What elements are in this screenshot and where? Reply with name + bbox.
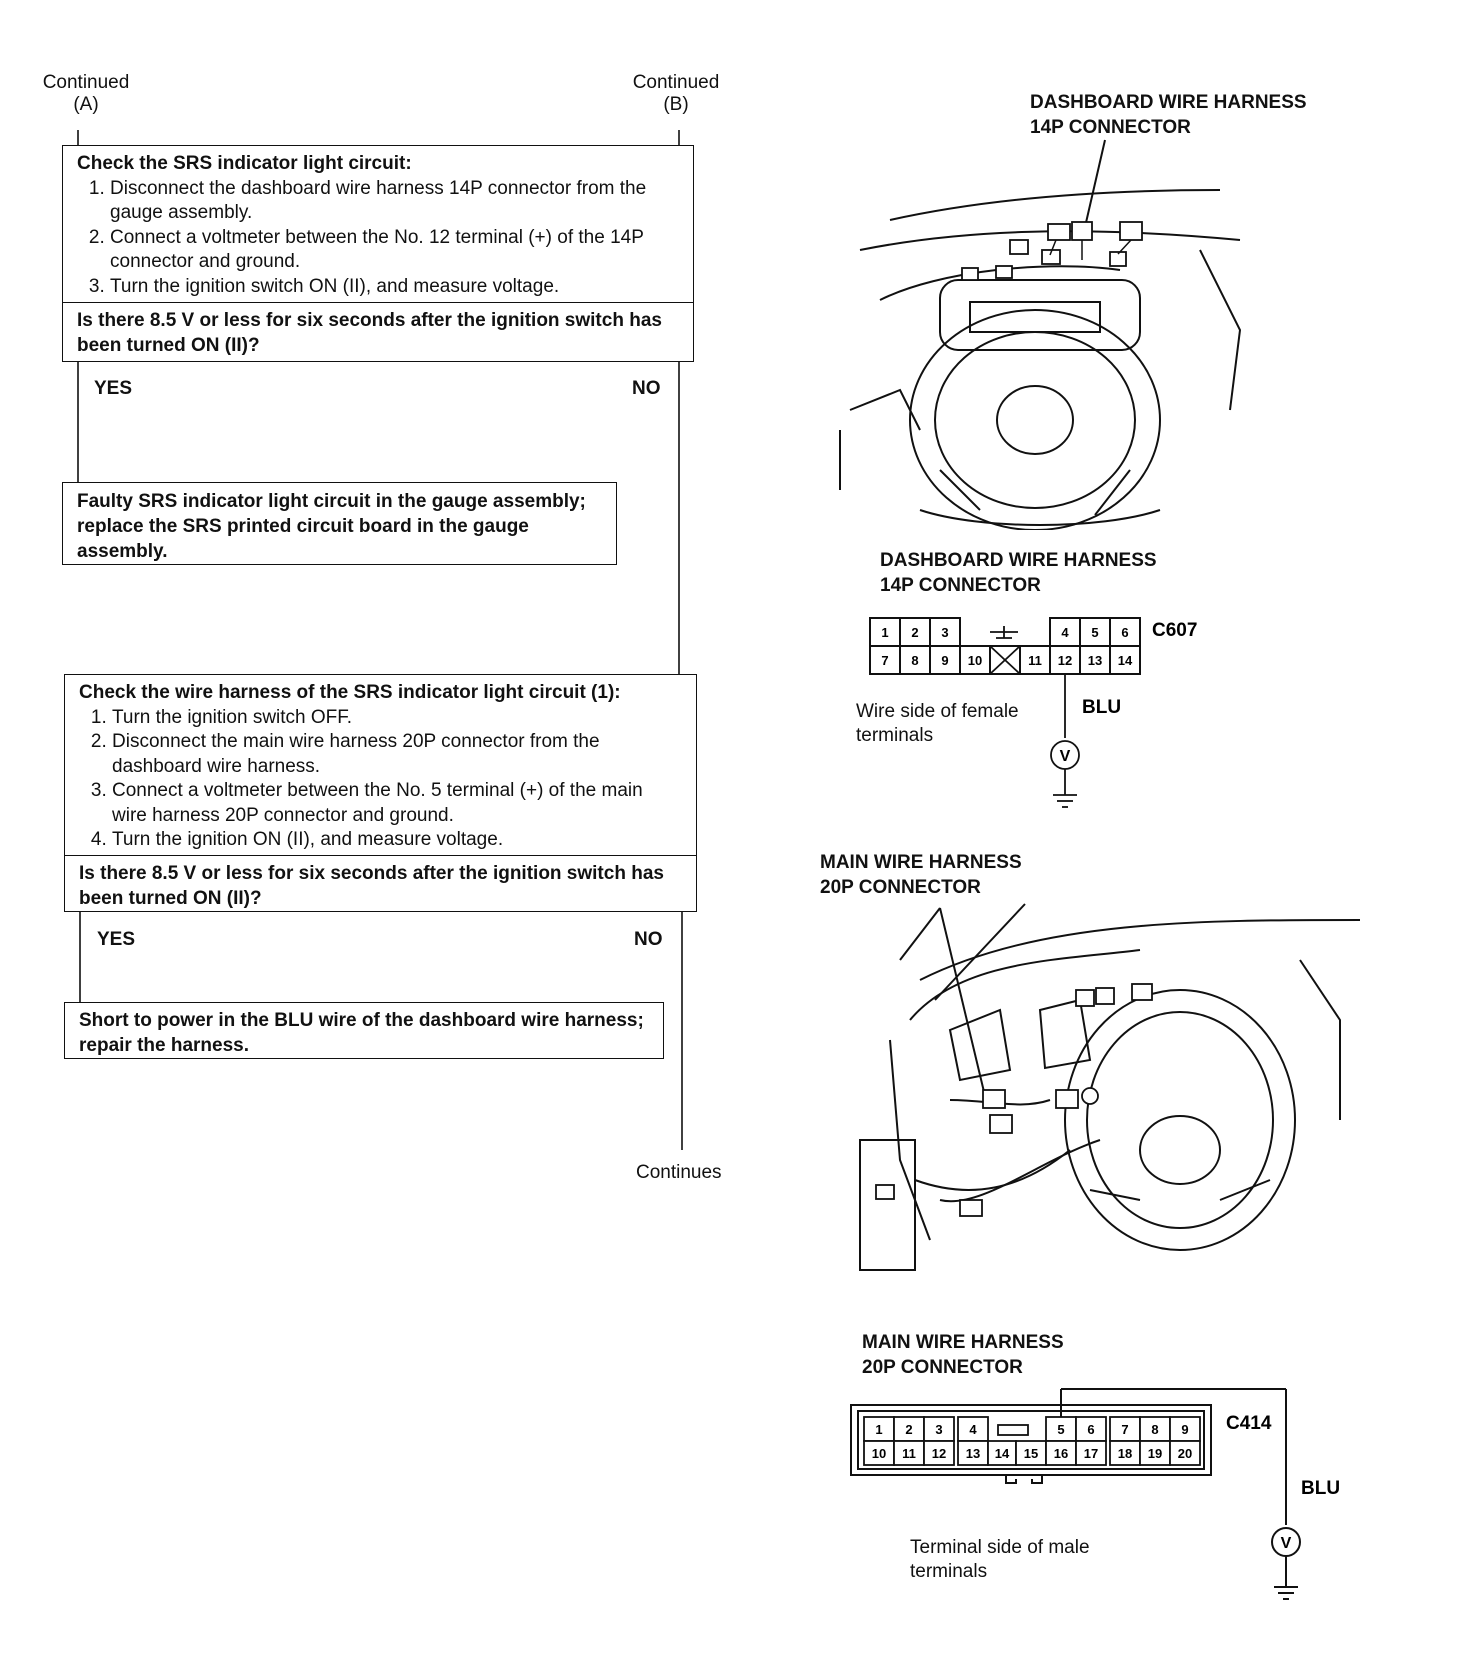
- step1-question-box: Is there 8.5 V or less for six seconds a…: [62, 302, 694, 362]
- pin-label: 13: [1088, 653, 1102, 668]
- pin-label: 6: [1087, 1422, 1094, 1437]
- c14-code: C607: [1152, 620, 1197, 641]
- pin-label: 12: [1058, 653, 1072, 668]
- step1-no-label: NO: [632, 378, 661, 399]
- step2-item: Turn the ignition ON (II), and measure v…: [112, 828, 682, 853]
- step1-question: Is there 8.5 V or less for six seconds a…: [77, 310, 662, 356]
- step2-procedure-box: Check the wire harness of the SRS indica…: [64, 674, 697, 856]
- continues-label: Continues: [636, 1162, 722, 1183]
- step2-result: Short to power in the BLU wire of the da…: [79, 1010, 644, 1056]
- pin-label: 11: [902, 1446, 916, 1461]
- pin-label: 2: [905, 1422, 912, 1437]
- pin-label: 15: [1024, 1446, 1038, 1461]
- main-harness-dashboard-illustration: [859, 903, 1360, 1271]
- step2-question-box: Is there 8.5 V or less for six seconds a…: [64, 855, 697, 912]
- step1-yes-label: YES: [94, 378, 133, 399]
- voltmeter-label: V: [1060, 748, 1071, 765]
- pin-label: 12: [932, 1446, 946, 1461]
- step2-item: Turn the ignition switch OFF.: [112, 706, 682, 731]
- step1-item: Connect a voltmeter between the No. 12 t…: [110, 226, 679, 275]
- c14-note: Wire side of female terminals: [856, 701, 1019, 746]
- pin-label: 10: [872, 1446, 886, 1461]
- dashboard-steering-illustration: [839, 139, 1242, 530]
- pin-label: 7: [881, 653, 888, 668]
- pin-label: 14: [995, 1446, 1010, 1461]
- pin-label: 2: [911, 625, 918, 640]
- pin-label: 4: [1061, 625, 1069, 640]
- main-20p-callout: MAIN WIRE HARNESS 20P CONNECTOR: [820, 852, 1022, 898]
- c14-wire-color: BLU: [1082, 697, 1121, 718]
- connector-20p-face: 1 2 3 4 5 6 7 8 9 10 11 12 13 14 15 16 1…: [850, 1388, 1340, 1600]
- step1-item: Turn the ignition switch ON (II), and me…: [110, 275, 679, 300]
- pin-label: 11: [1028, 653, 1042, 668]
- flowchart-lines: [77, 130, 683, 1150]
- step2-list: Turn the ignition switch OFF. Disconnect…: [79, 706, 682, 853]
- pin-label: 1: [875, 1422, 882, 1437]
- step2-yes-label: YES: [97, 929, 136, 950]
- step2-result-box: Short to power in the BLU wire of the da…: [64, 1002, 664, 1059]
- pin-label: 19: [1148, 1446, 1162, 1461]
- step2-item: Connect a voltmeter between the No. 5 te…: [112, 779, 682, 828]
- pin-label: 13: [966, 1446, 980, 1461]
- dash-14p-connector-title: DASHBOARD WIRE HARNESS 14P CONNECTOR: [880, 550, 1157, 596]
- pin-label: 8: [1151, 1422, 1158, 1437]
- step1-title: Check the SRS indicator light circuit:: [77, 153, 412, 174]
- step2-item: Disconnect the main wire harness 20P con…: [112, 730, 682, 779]
- voltmeter-label: V: [1281, 1535, 1292, 1552]
- step1-procedure-box: Check the SRS indicator light circuit: D…: [62, 145, 694, 303]
- pin-label: 20: [1178, 1446, 1192, 1461]
- continued-a-label: Continued (A): [42, 72, 130, 115]
- continued-b-label: Continued (B): [632, 72, 720, 115]
- pin-label: 5: [1091, 625, 1098, 640]
- pin-label: 16: [1054, 1446, 1068, 1461]
- pin-label: 6: [1121, 625, 1128, 640]
- pin-label: 18: [1118, 1446, 1132, 1461]
- pin-label: 9: [941, 653, 948, 668]
- step1-item: Disconnect the dashboard wire harness 14…: [110, 177, 679, 226]
- pin-label: 3: [941, 625, 948, 640]
- pin-label: 7: [1121, 1422, 1128, 1437]
- pin-label: 5: [1057, 1422, 1064, 1437]
- step1-result-box: Faulty SRS indicator light circuit in th…: [62, 482, 617, 565]
- pin-label: 17: [1084, 1446, 1098, 1461]
- pin-label: 10: [968, 653, 982, 668]
- c20-wire-color: BLU: [1301, 1478, 1340, 1499]
- dash-14p-callout: DASHBOARD WIRE HARNESS 14P CONNECTOR: [1030, 92, 1307, 138]
- connector-14p-face: 1 2 3 4 5 6 7 8 9 10 11 12 13 14 V C607 …: [869, 617, 1197, 808]
- pin-label: 4: [969, 1422, 977, 1437]
- step2-question: Is there 8.5 V or less for six seconds a…: [79, 863, 664, 909]
- main-20p-connector-title: MAIN WIRE HARNESS 20P CONNECTOR: [862, 1332, 1064, 1378]
- pin-label: 8: [911, 653, 918, 668]
- c20-code: C414: [1226, 1413, 1272, 1434]
- pin-label: 14: [1118, 653, 1133, 668]
- step1-list: Disconnect the dashboard wire harness 14…: [77, 177, 679, 300]
- pin-label: 3: [935, 1422, 942, 1437]
- pin-label: 1: [881, 625, 888, 640]
- pin-label: 9: [1181, 1422, 1188, 1437]
- c20-note: Terminal side of male terminals: [910, 1537, 1090, 1582]
- step2-title: Check the wire harness of the SRS indica…: [79, 682, 621, 703]
- step1-result: Faulty SRS indicator light circuit in th…: [77, 491, 586, 562]
- step2-no-label: NO: [634, 929, 663, 950]
